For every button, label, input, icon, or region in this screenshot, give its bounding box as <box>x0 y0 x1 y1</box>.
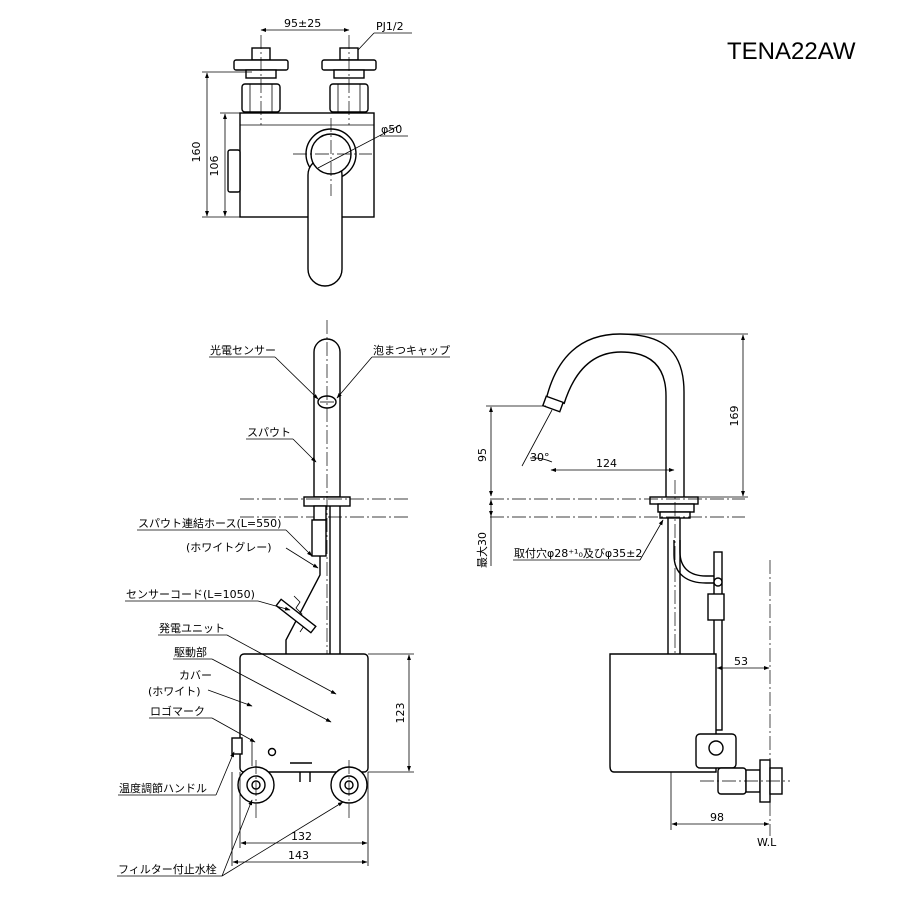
front-unit-cover <box>239 653 369 773</box>
label-sensor-cord: センサーコード(L=1050) <box>126 588 255 601</box>
dim-outlet-height: 95 <box>476 448 489 462</box>
label-hose-color: (ホワイトグレー) <box>186 540 272 554</box>
dim-mount-hole: 取付穴φ28⁺¹₀及びφ35±2 <box>514 546 642 560</box>
top-view-spout-arm <box>307 157 343 287</box>
label-drive-unit: 駆動部 <box>174 645 207 659</box>
label-foam-cap: 泡まつキャップ <box>373 343 450 357</box>
label-filter-valve: フィルター付止水栓 <box>118 862 217 876</box>
label-cover-color: (ホワイト) <box>148 685 201 698</box>
dim-unit-height: 123 <box>394 703 407 724</box>
side-view: 30° W.L 169 95 <box>475 333 790 849</box>
dim-thread: PJ1/2 <box>376 20 404 33</box>
label-spout: スパウト <box>247 426 291 439</box>
dim-valve-depth: 98 <box>710 811 724 824</box>
side-spout-outer <box>545 333 685 497</box>
label-cover: カバー <box>179 669 212 682</box>
dim-pitch: 95±25 <box>284 17 321 30</box>
top-view-handle <box>227 149 241 193</box>
dim-width-inner: 132 <box>291 830 312 843</box>
side-unit <box>609 653 717 773</box>
side-spout-inner <box>563 351 667 497</box>
dim-max-thickness: 最大30 <box>475 532 489 568</box>
dim-unit-depth: 53 <box>734 655 748 668</box>
model-number: TENA22AW <box>727 38 856 65</box>
top-view: 95±25 PJ1/2 φ50 160 106 <box>190 17 412 287</box>
dim-width-outer: 143 <box>288 849 309 862</box>
label-logo-mark: ロゴマーク <box>150 704 205 718</box>
label-generator-unit: 発電ユニット <box>159 621 225 635</box>
front-view: 123 132 143 光電センサー 泡まつキャップ スパウト スパウト連結ホー… <box>117 320 450 877</box>
dim-reach: 124 <box>596 457 617 470</box>
label-photo-sensor: 光電センサー <box>210 343 276 357</box>
label-temp-handle: 温度調節ハンドル <box>119 781 207 795</box>
dim-height-total: 160 <box>190 142 203 163</box>
dim-height-unit: 106 <box>208 156 221 177</box>
wall-label: W.L <box>757 836 777 849</box>
label-hose: スパウト連結ホース(L=550) <box>138 516 281 530</box>
dim-spout-height: 169 <box>728 406 741 427</box>
dim-angle: 30° <box>530 451 550 464</box>
dim-diameter: φ50 <box>381 123 402 136</box>
